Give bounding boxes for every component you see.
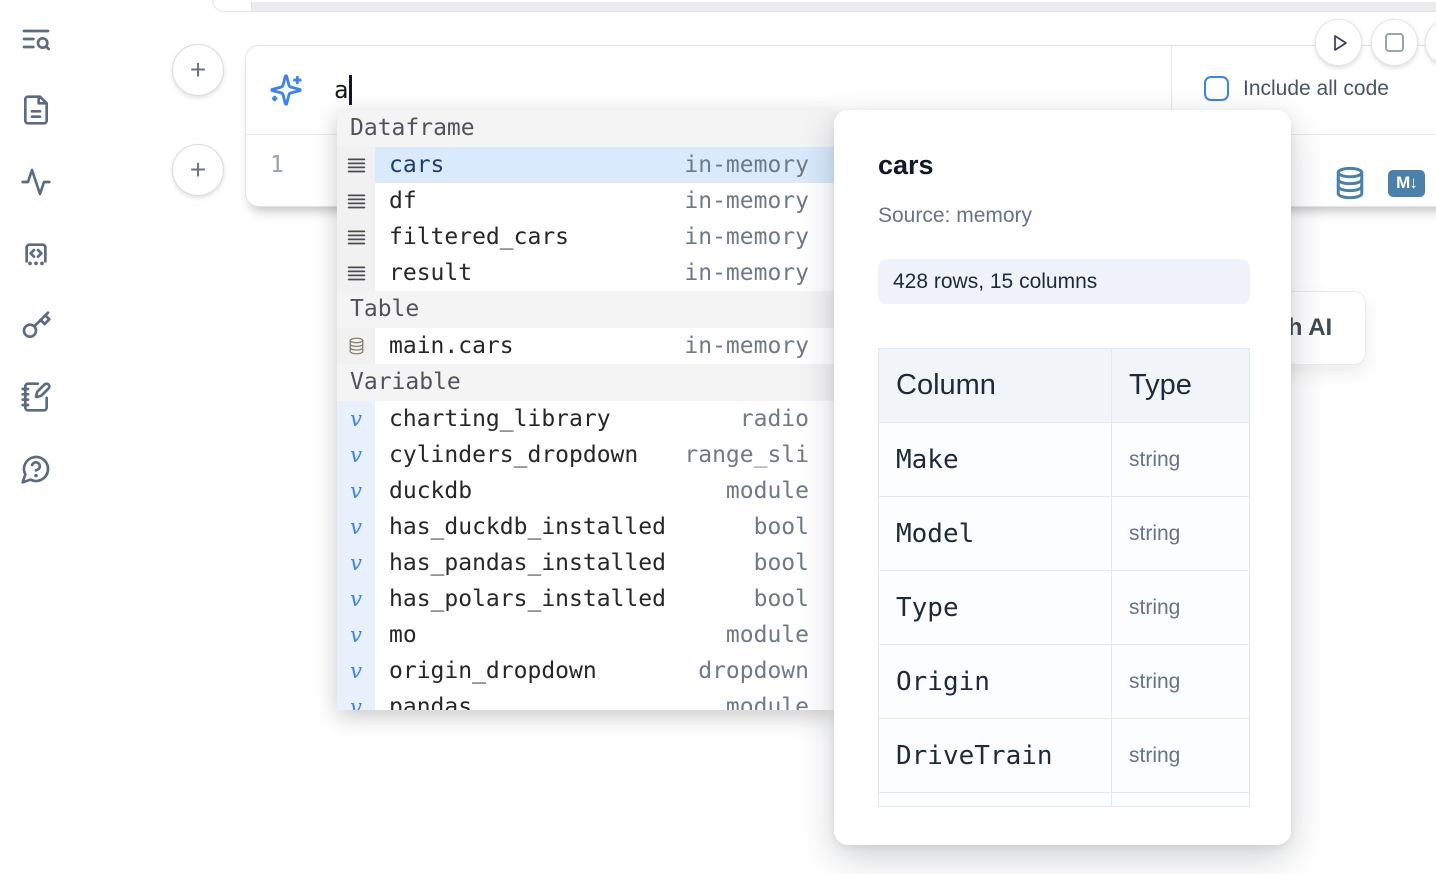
section-header-variable: Variable [337,364,835,401]
key-icon[interactable] [20,310,52,342]
line-number: 1 [270,152,284,178]
add-cell-above-button[interactable]: + [172,44,224,96]
section-header-table: Table [337,291,835,328]
run-cell-button[interactable] [1315,19,1362,66]
ai-prompt-input[interactable]: a [334,71,634,109]
stop-icon [1385,33,1404,52]
dataframe-rows-icon [346,191,367,212]
play-icon [1327,31,1351,55]
variable-icon: v [350,515,362,539]
table-header-row: Column Type [879,349,1249,423]
previous-cell-edge [212,0,1436,12]
variable-icon: v [350,695,362,710]
previous-cell-console-sliver [251,2,1436,11]
variable-icon: v [350,443,362,467]
preview-title: cars [878,150,934,180]
dataframe-rows-icon [346,263,367,284]
schema-table: Column Type Make string Model string Typ… [878,348,1250,807]
include-all-code-toggle[interactable]: Include all code [1204,76,1389,101]
snippets-code-icon[interactable] [20,238,52,270]
document-icon[interactable] [20,94,52,126]
text-caret [349,75,352,105]
help-bubble-icon[interactable] [20,453,52,485]
stop-button[interactable] [1371,19,1418,66]
table-row: DriveTrain string [879,719,1249,793]
variable-icon: v [350,659,362,683]
table-row: Type string [879,571,1249,645]
variable-icon: v [350,407,362,431]
add-cell-below-button[interactable]: + [172,144,224,196]
include-all-code-label: Include all code [1243,76,1389,100]
section-header-dataframe: Dataframe [337,110,835,147]
table-row: Model string [879,497,1249,571]
shape-badge: 428 rows, 15 columns [878,259,1250,304]
table-row: Origin string [879,645,1249,719]
markdown-icon[interactable]: M↓ [1388,169,1425,197]
prompt-divider [1171,46,1172,134]
table-row: Make string [879,423,1249,497]
table-database-icon [348,337,365,355]
database-icon[interactable] [1334,166,1366,200]
ai-sparkles-icon [269,73,303,107]
variable-icon: v [350,479,362,503]
preview-source: Source: memory [878,204,1033,227]
table-row-partial [879,793,1249,806]
variable-icon: v [350,623,362,647]
activity-icon[interactable] [20,166,52,198]
column-header: Column [879,349,1112,422]
include-all-code-checkbox[interactable] [1204,76,1229,101]
dataframe-rows-icon [346,227,367,248]
variable-icon: v [350,587,362,611]
variable-icon: v [350,551,362,575]
file-search-icon[interactable] [20,23,52,55]
type-header: Type [1129,369,1192,401]
dataframe-rows-icon [346,155,367,176]
ai-prompt-value: a [334,76,349,104]
dataframe-preview-panel: cars Source: memory 428 rows, 15 columns… [834,110,1291,845]
notebook-pen-icon[interactable] [20,381,52,413]
